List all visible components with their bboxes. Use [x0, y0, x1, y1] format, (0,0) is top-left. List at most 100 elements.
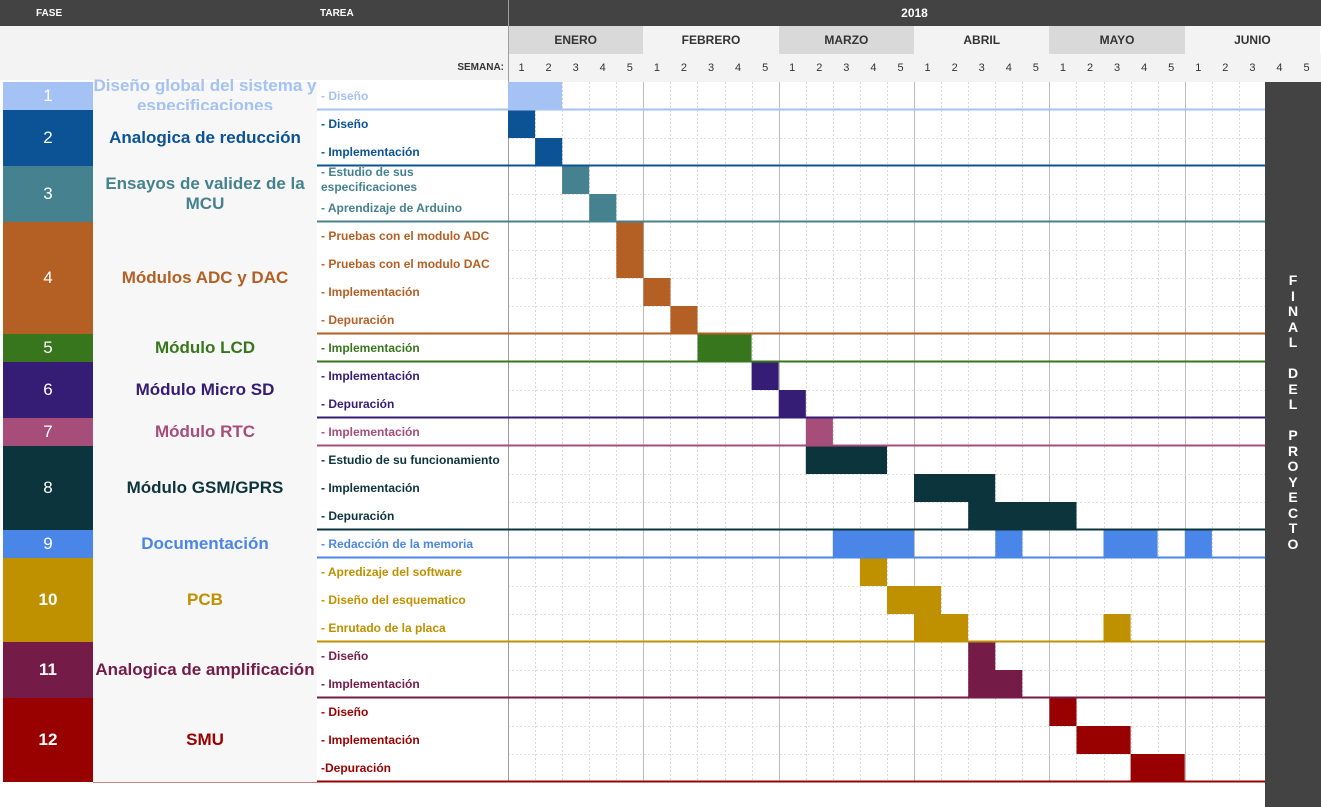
gantt-bar: [1130, 754, 1185, 782]
final-letter: R: [1287, 442, 1299, 459]
phase-name: Analogica de reducción: [93, 110, 317, 166]
gantt-bar: [914, 474, 996, 502]
task-label: - Enrutado de la placa: [321, 620, 446, 635]
gantt-bar: [859, 558, 887, 586]
gantt-bar: [995, 530, 1023, 558]
phase-name: Módulo Micro SD: [93, 362, 317, 418]
final-letter: C: [1287, 504, 1299, 521]
week-label: 5: [626, 62, 633, 74]
gantt-bar: [670, 306, 698, 334]
week-label: 5: [1168, 62, 1175, 74]
gantt-bar: [1049, 698, 1077, 726]
month-abril: ABRIL: [914, 26, 1050, 54]
task-label: - Implementación: [321, 340, 420, 355]
gantt-bar: [1103, 530, 1158, 558]
gantt-bar: [805, 446, 887, 474]
month-febrero: FEBRERO: [643, 26, 779, 54]
week-label: 3: [843, 62, 850, 74]
task-label: - Apredizaje del software: [321, 564, 462, 579]
task-label: - Implementación: [321, 144, 420, 159]
week-label: 3: [978, 62, 985, 74]
week-label: 2: [545, 62, 552, 74]
gantt-bar: [968, 502, 1077, 530]
final-column: [1265, 82, 1321, 807]
week-label: 1: [1059, 62, 1066, 74]
week-label: 3: [707, 62, 715, 74]
final-word-gap: [1265, 412, 1321, 428]
final-letter: E: [1288, 380, 1298, 397]
phase-number: 3: [3, 166, 93, 222]
month-enero: ENERO: [508, 26, 644, 54]
final-letter: A: [1287, 318, 1299, 335]
week-label: 4: [735, 62, 742, 74]
phase-name: PCB: [93, 558, 317, 642]
phase-name: Ensayos de validez de la MCU: [93, 166, 317, 222]
week-label: 1: [924, 62, 931, 74]
week-label: 3: [1249, 62, 1256, 74]
gantt-bar: [589, 194, 617, 222]
task-label: - Depuración: [321, 312, 395, 327]
task-label: - Estudio de su funcionamiento: [321, 452, 500, 467]
gantt-bar: [751, 362, 779, 390]
gantt-bar: [778, 390, 806, 418]
task-label: - Diseño: [321, 88, 369, 103]
phase-number: 7: [3, 418, 93, 446]
week-label: 4: [599, 62, 606, 74]
phase-name: Módulo GSM/GPRS: [93, 446, 317, 530]
task-label: - Estudio de sus especificaciones: [321, 165, 418, 194]
gantt-bar: [697, 334, 752, 362]
task-label: - Diseño: [321, 704, 369, 719]
task-label: - Implementación: [321, 676, 420, 691]
tarea-header: TAREA: [320, 8, 354, 19]
final-letter: Y: [1288, 473, 1298, 490]
phase-number: 8: [3, 446, 93, 530]
phase-number: 5: [3, 334, 93, 362]
task-label: - Diseño: [321, 116, 369, 131]
task-label: - Implementación: [321, 284, 420, 299]
gantt-bar: [508, 110, 536, 138]
gantt-bar: [1103, 614, 1131, 642]
week-label: 2: [951, 62, 958, 74]
final-letter: O: [1287, 458, 1299, 474]
task-label: - Diseño del esquematico: [321, 592, 466, 607]
final-letter: P: [1288, 427, 1298, 443]
phase-name: Módulo RTC: [93, 418, 317, 446]
phase-name: Diseño global del sistema y especificaci…: [93, 76, 317, 115]
week-label: 3: [572, 62, 579, 74]
year-label: 2018: [901, 6, 928, 20]
task-label: - Pruebas con el modulo DAC: [321, 256, 490, 271]
week-label: 5: [762, 62, 769, 74]
phase-name: Módulo LCD: [93, 334, 317, 362]
week-row-background: [508, 54, 1321, 82]
phase-number: 9: [3, 530, 93, 558]
final-letter: T: [1288, 520, 1298, 536]
gantt-bar: [616, 222, 644, 250]
task-label: - Pruebas con el modulo ADC: [321, 228, 490, 243]
gantt-bar: [1076, 726, 1131, 754]
phase-number: 1: [3, 82, 93, 110]
gantt-bar: [832, 530, 914, 558]
week-label: 4: [1276, 62, 1283, 74]
phase-name: Analogica de amplificación: [93, 642, 317, 698]
week-label: 5: [1032, 62, 1039, 74]
month-mayo: MAYO: [1049, 26, 1185, 54]
phase-number: 10: [3, 558, 93, 642]
gantt-bar: [968, 670, 1023, 698]
final-letter: O: [1287, 535, 1299, 552]
week-label: 5: [897, 62, 904, 74]
task-label: - Diseño: [321, 648, 369, 663]
month-junio: JUNIO: [1184, 26, 1321, 54]
week-label: 3: [1114, 62, 1121, 74]
final-letter: D: [1287, 365, 1299, 381]
final-letter: F: [1288, 272, 1298, 288]
gantt-bar: [643, 278, 671, 306]
gantt-bar: [535, 138, 563, 166]
month-marzo: MARZO: [778, 26, 915, 54]
left-header-area: [0, 26, 508, 80]
task-label: - Implementación: [321, 424, 420, 439]
header-bar: [0, 0, 1321, 26]
task-label: - Implementación: [321, 732, 420, 747]
task-label: - Depuración: [321, 396, 395, 411]
week-label: 1: [789, 62, 796, 74]
